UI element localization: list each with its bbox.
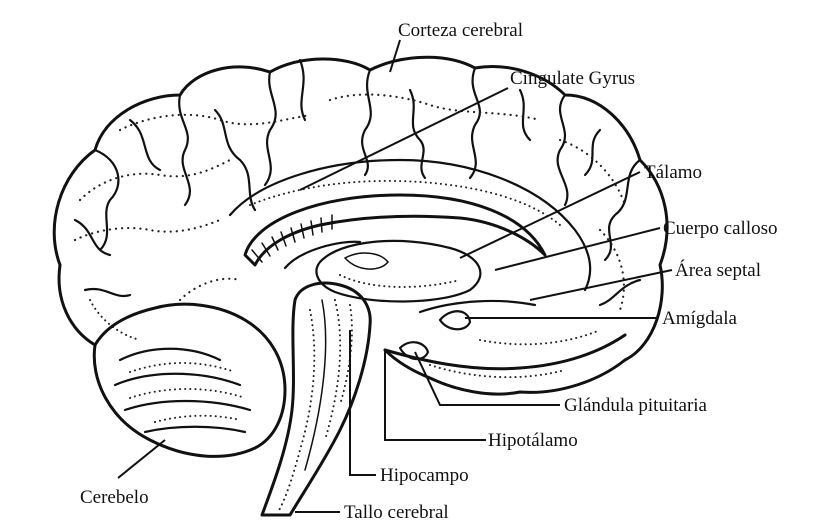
cerebellum [94,304,285,456]
label-cerebelo: Cerebelo [80,487,149,508]
leader-cingulate [300,88,508,190]
labels: Corteza cerebral Cingulate Gyrus Tálamo … [80,20,778,523]
leader-talamo [460,172,640,258]
brainstem [262,283,370,515]
label-hipotalamo: Hipotálamo [488,430,578,451]
leader-corteza [390,40,400,72]
cerebrum [54,57,667,394]
leader-cerebelo [118,440,165,478]
label-glandula-pituitaria: Glándula pituitaria [564,395,708,416]
label-cingulate-gyrus: Cingulate Gyrus [510,68,635,89]
leader-hipocampo [350,330,376,475]
label-cuerpo-calloso: Cuerpo calloso [663,218,778,239]
leader-septal [530,270,672,300]
leader-pituitaria [415,352,560,405]
label-hipocampo: Hipocampo [380,465,469,486]
label-area-septal: Área septal [675,259,761,281]
label-talamo: Tálamo [644,162,702,183]
label-corteza-cerebral: Corteza cerebral [398,20,523,41]
label-tallo-cerebral: Tallo cerebral [344,502,449,523]
label-amigdala: Amígdala [662,308,737,329]
